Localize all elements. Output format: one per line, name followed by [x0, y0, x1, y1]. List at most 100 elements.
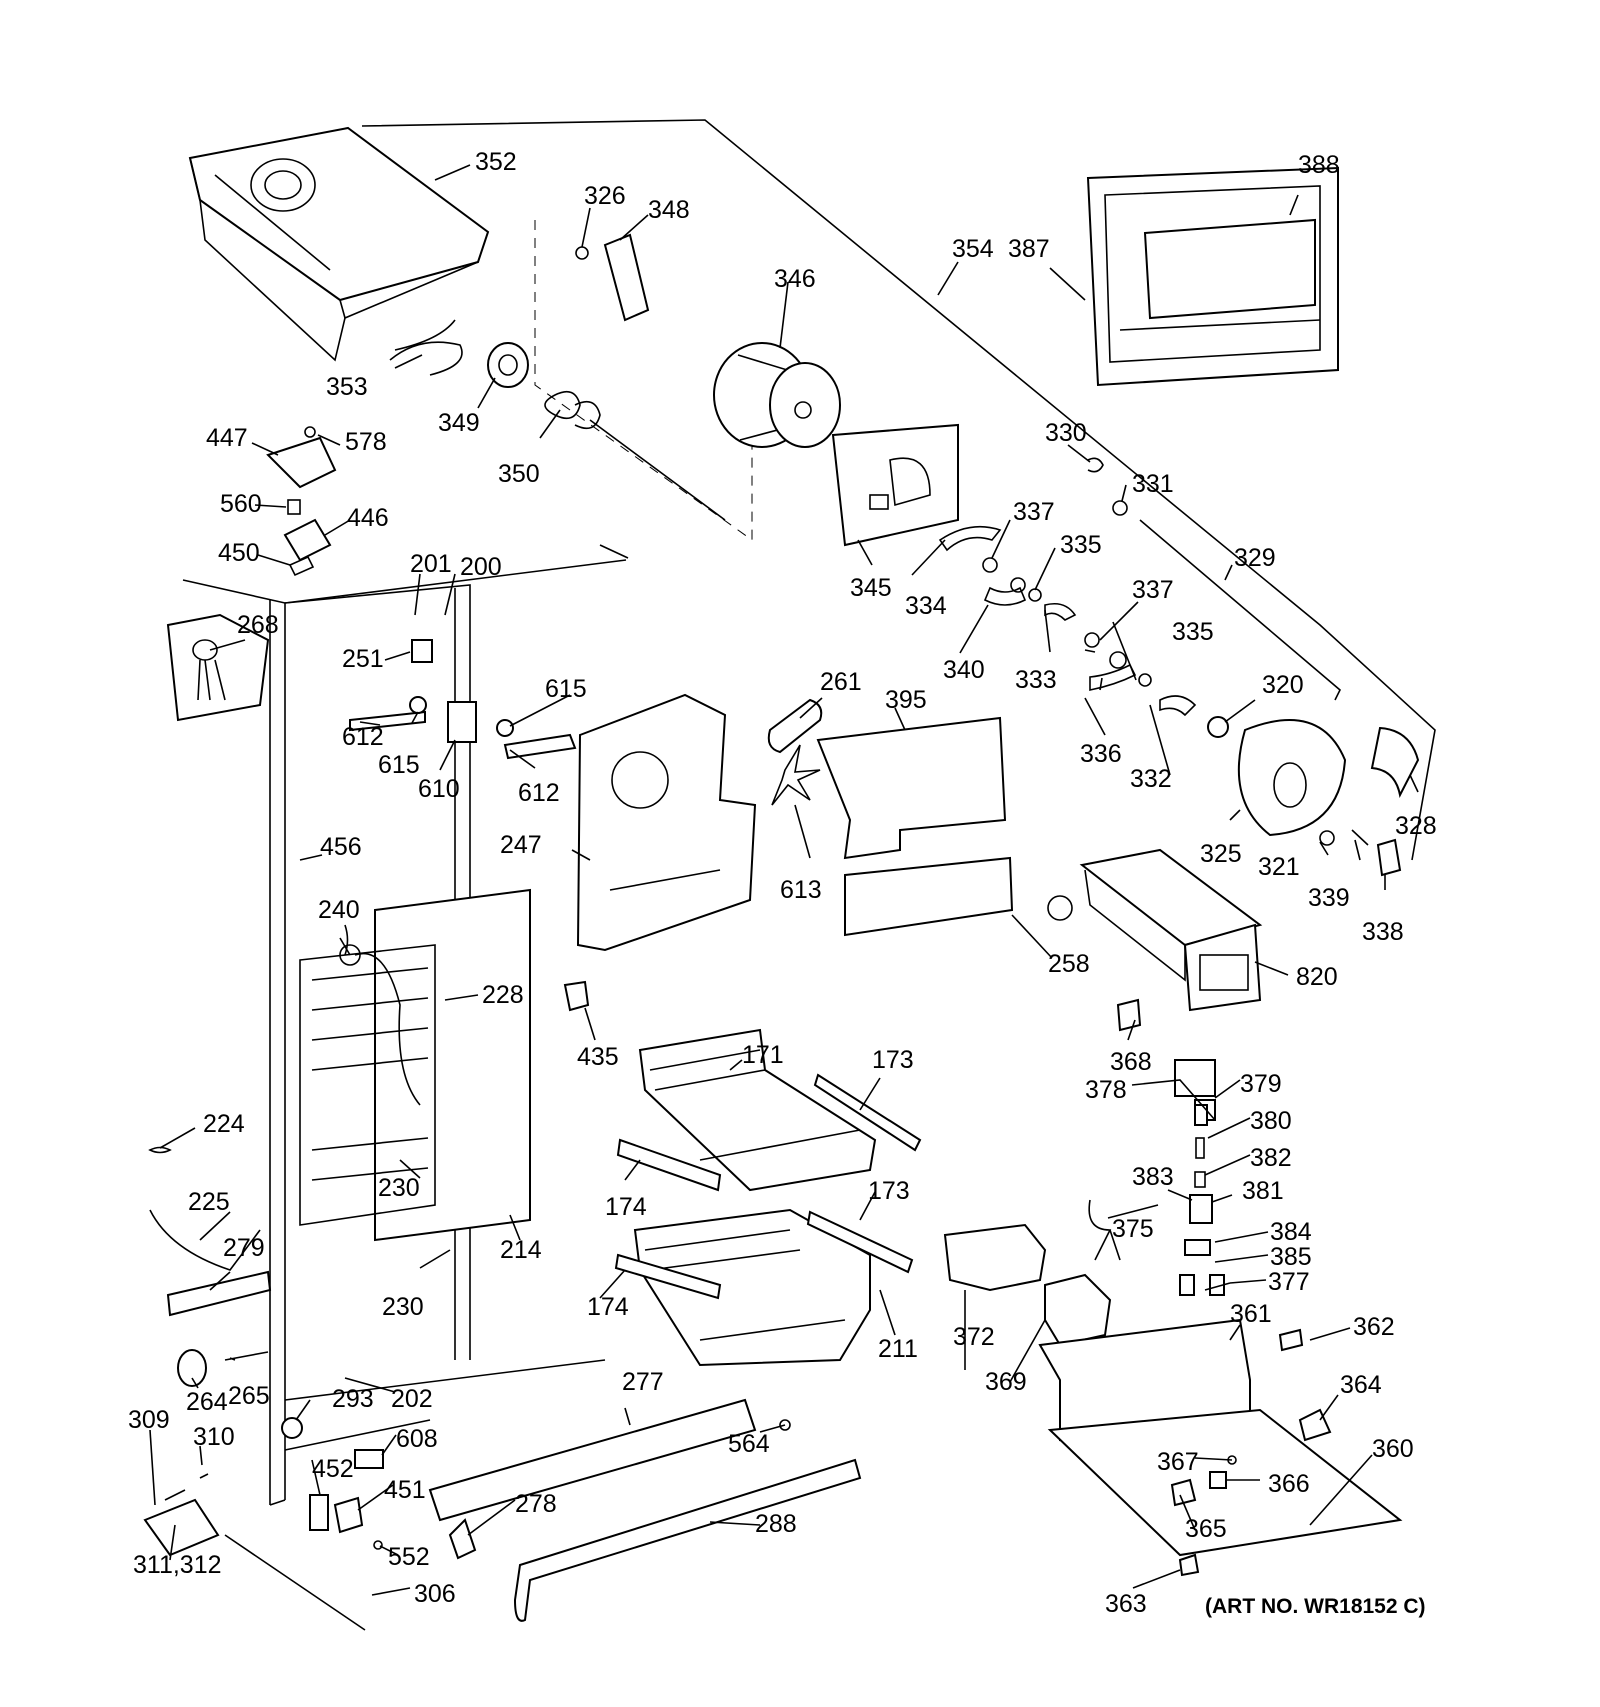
callout-387: 387 [1008, 235, 1050, 263]
callout-320: 320 [1262, 671, 1304, 699]
callout-378: 378 [1085, 1076, 1127, 1104]
ice-maker-part [1047, 848, 1263, 1012]
callout-328: 328 [1395, 812, 1437, 840]
callout-608: 608 [396, 1425, 438, 1453]
callout-348: 348 [648, 196, 690, 224]
nut-part [1112, 500, 1128, 516]
callout-214: 214 [500, 1236, 542, 1264]
callout-258: 258 [1048, 950, 1090, 978]
evaporator-panel-part [299, 888, 531, 1242]
spring-part [1087, 457, 1104, 473]
callout-326: 326 [584, 182, 626, 210]
lower-basket-part [633, 1208, 871, 1367]
callout-201: 201 [410, 550, 452, 578]
callout-339: 339 [1308, 884, 1350, 912]
pin-part [1351, 829, 1369, 846]
callout-353: 353 [326, 373, 368, 401]
callout-330: 330 [1045, 419, 1087, 447]
callout-615a: 615 [545, 675, 587, 703]
callout-224: 224 [203, 1110, 245, 1138]
plate-part [603, 233, 650, 322]
callout-200: 200 [460, 553, 502, 581]
callout-610: 610 [418, 775, 460, 803]
callout-240: 240 [318, 896, 360, 924]
callout-202: 202 [391, 1385, 433, 1413]
rail-part [806, 1210, 914, 1274]
callout-435: 435 [577, 1043, 619, 1071]
callout-306: 306 [414, 1580, 456, 1608]
callout-350: 350 [498, 460, 540, 488]
rod-part [1139, 519, 1341, 701]
switch-part [354, 1449, 384, 1469]
callout-230a: 230 [378, 1174, 420, 1202]
callout-321: 321 [1258, 853, 1300, 881]
bumper-part [409, 696, 427, 714]
callout-388: 388 [1298, 151, 1340, 179]
drum-part [713, 342, 841, 448]
callout-375: 375 [1112, 1215, 1154, 1243]
callout-173a: 173 [872, 1046, 914, 1074]
bracket-part [333, 1496, 364, 1534]
callout-381: 381 [1242, 1177, 1284, 1205]
callout-293: 293 [332, 1385, 374, 1413]
shim-part [164, 1473, 209, 1501]
callout-363: 363 [1105, 1590, 1147, 1618]
callout-288: 288 [755, 1510, 797, 1538]
screw-part [779, 1419, 791, 1431]
callout-366: 366 [1268, 1470, 1310, 1498]
callout-361: 361 [1230, 1300, 1272, 1328]
callout-174b: 174 [587, 1293, 629, 1321]
hinge-pin-part [281, 1417, 303, 1439]
callout-251: 251 [342, 645, 384, 673]
cover-part [1370, 726, 1420, 799]
hose-part [149, 1209, 261, 1271]
trim-part [166, 1270, 272, 1317]
clip-part [1209, 1471, 1227, 1489]
spring-part [148, 1146, 172, 1154]
bracket-part [503, 733, 577, 760]
callout-264: 264 [186, 1388, 228, 1416]
actuator-part [1298, 1408, 1332, 1442]
callout-335a: 335 [1060, 531, 1102, 559]
callout-456: 456 [320, 833, 362, 861]
callout-337b: 337 [1132, 576, 1174, 604]
callout-820: 820 [1296, 963, 1338, 991]
bracket-part [1116, 998, 1142, 1032]
callout-578: 578 [345, 428, 387, 456]
callout-450: 450 [218, 539, 260, 567]
callout-279: 279 [223, 1234, 265, 1262]
spring-part [288, 555, 315, 577]
callout-325: 325 [1200, 840, 1242, 868]
callout-174a: 174 [605, 1193, 647, 1221]
callout-277: 277 [622, 1368, 664, 1396]
callout-552: 552 [388, 1543, 430, 1571]
callout-171: 171 [742, 1041, 784, 1069]
callout-335b: 335 [1172, 618, 1214, 646]
roller-part [177, 1349, 207, 1387]
callout-564: 564 [728, 1430, 770, 1458]
cover-part [266, 436, 337, 489]
callout-451: 451 [384, 1476, 426, 1504]
screw-part [373, 1540, 383, 1550]
plunger-part [1195, 1137, 1205, 1159]
bracket-part [1278, 1328, 1304, 1352]
callout-173b: 173 [868, 1177, 910, 1205]
bracket-part [309, 1494, 329, 1531]
callout-364: 364 [1340, 1371, 1382, 1399]
callout-560: 560 [220, 490, 262, 518]
callout-452: 452 [312, 1455, 354, 1483]
ice-maker-head-part [1207, 716, 1347, 837]
rod-part [224, 1534, 366, 1631]
rail-part [616, 1138, 722, 1192]
solenoid-part [1174, 1059, 1216, 1097]
callout-345: 345 [850, 574, 892, 602]
callout-615b: 615 [378, 751, 420, 779]
fan-housing-part [576, 693, 757, 952]
callout-309: 309 [128, 1406, 170, 1434]
rail-part [428, 1398, 757, 1522]
upper-basket-part [638, 1028, 877, 1192]
damper-part [447, 701, 477, 743]
clip-part [1179, 1274, 1195, 1296]
tube-part [767, 698, 823, 754]
motor-part [1044, 1273, 1112, 1347]
